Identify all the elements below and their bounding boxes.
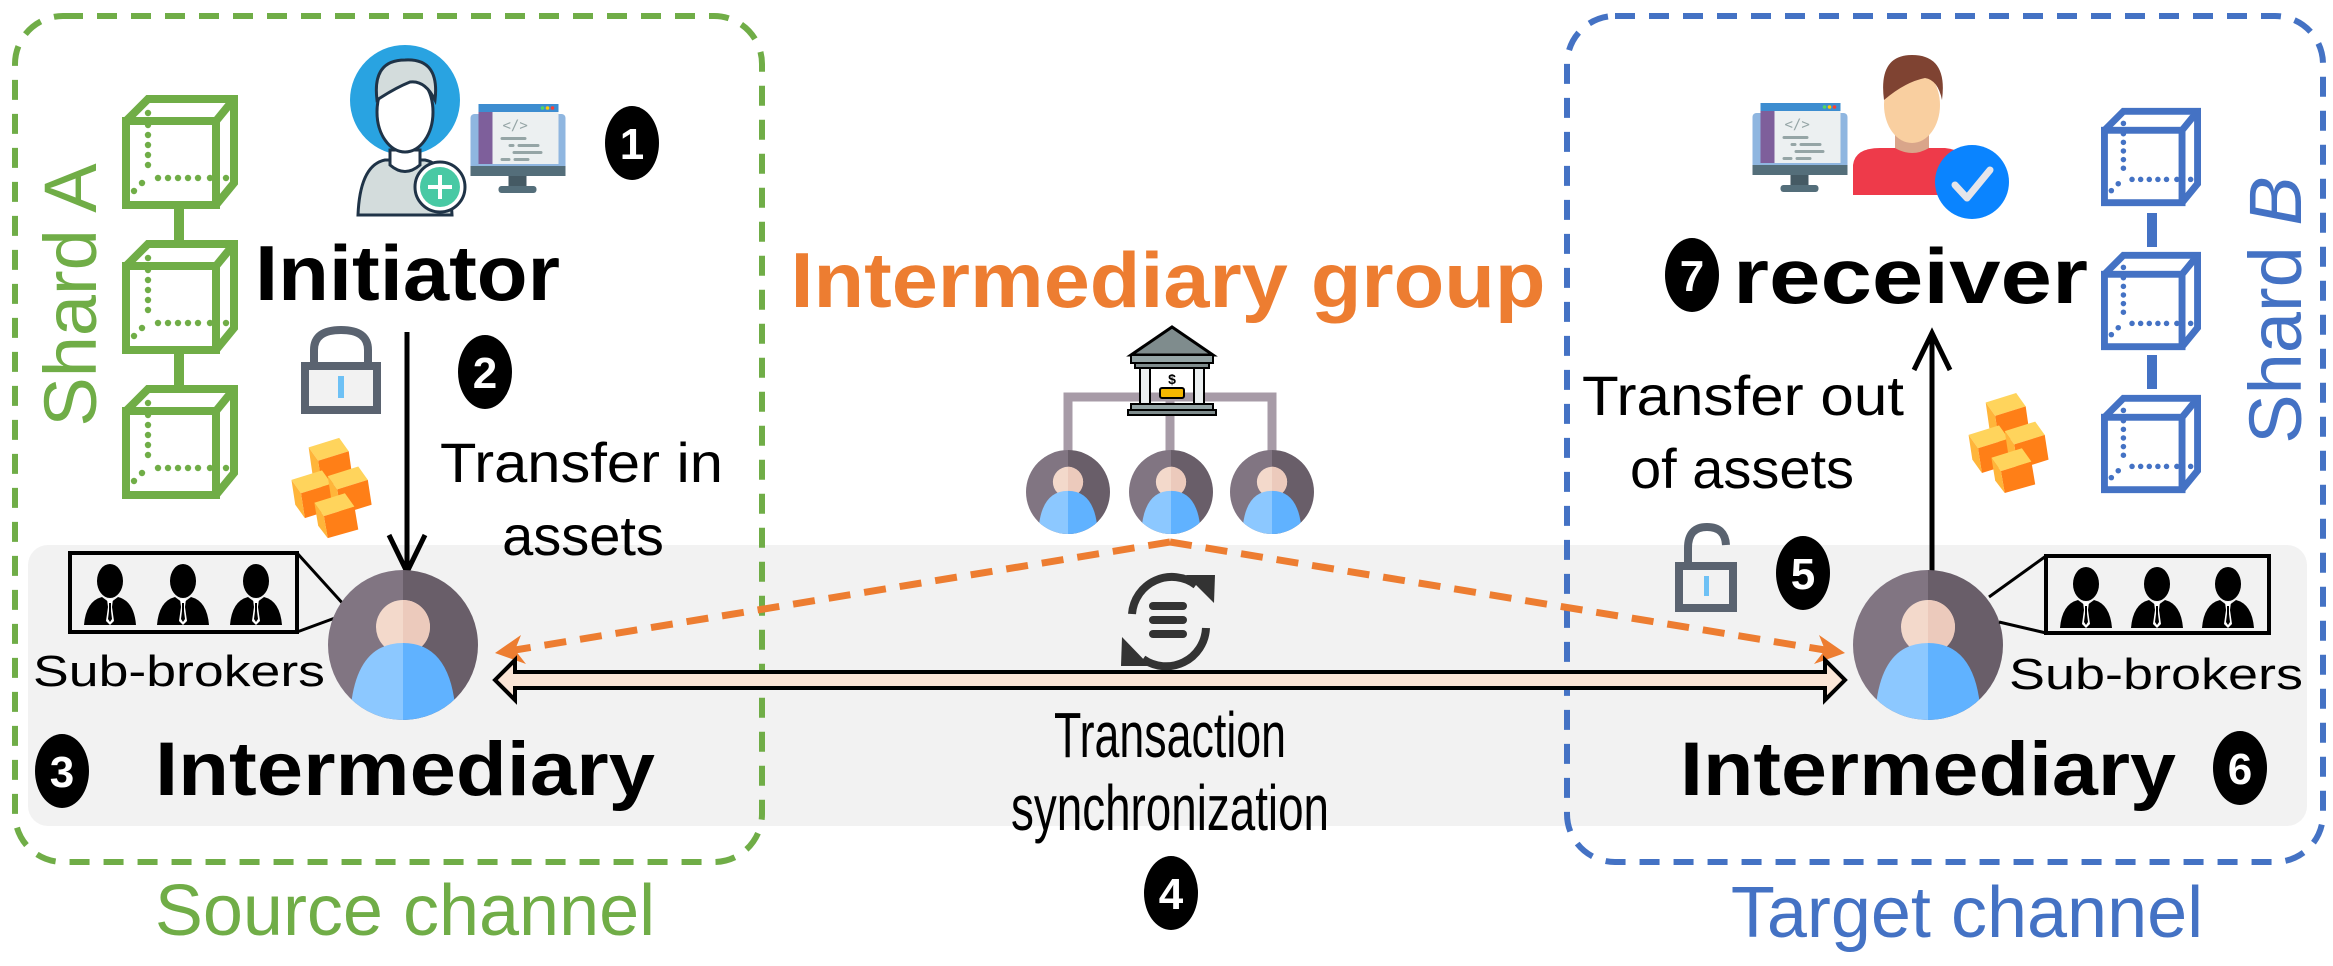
code-monitor-icon: [470, 104, 566, 193]
sub-brokers-callout-left: [68, 551, 347, 634]
intermediary-group-label: Intermediary group: [791, 236, 1546, 324]
step-1-badge: 1: [605, 106, 659, 180]
sync-label-line2: synchronization: [1011, 772, 1329, 844]
step-4-badge: 4: [1144, 856, 1198, 930]
lock-icon: [301, 325, 381, 414]
shard-b-letter: B: [2234, 176, 2317, 225]
svg-text:$: $: [1168, 371, 1176, 387]
target-channel-label: Target channel: [1731, 873, 2203, 953]
shard-a-chain: [126, 99, 234, 495]
transfer-out-label-line2: of assets: [1630, 437, 1854, 500]
svg-text:2: 2: [473, 349, 497, 398]
svg-text:4: 4: [1159, 870, 1184, 919]
source-channel-frame: [12, 13, 765, 865]
svg-text:1: 1: [620, 120, 644, 169]
transfer-in-label-line1: Transfer in: [440, 431, 723, 494]
bank-icon: $: [1126, 325, 1218, 416]
user-add-icon: [350, 45, 467, 217]
intermediary-label-left: Intermediary: [155, 727, 655, 812]
user-verified-icon: [1853, 55, 2009, 219]
transfer-in-label-line2: assets: [502, 504, 664, 567]
group-member-avatar-icon: [1026, 450, 1110, 537]
sub-brokers-label-left: Sub-brokers: [33, 647, 325, 696]
receiver-label: receiver: [1733, 232, 2088, 320]
code-monitor-icon: [1752, 103, 1848, 192]
gold-bars-icon: [291, 437, 372, 539]
block-cube-icon: [2104, 255, 2197, 346]
step-6-badge: 6: [2213, 731, 2267, 805]
shard-b-chain: [2104, 111, 2197, 489]
svg-text:6: 6: [2228, 745, 2252, 794]
step-3-badge: 3: [35, 734, 89, 808]
dispatch-arrowhead-right: [1814, 635, 1845, 664]
step-2-badge: 2: [458, 335, 512, 409]
transfer-in-arrow: [386, 332, 428, 578]
sync-ledger-icon: [1121, 572, 1215, 671]
group-dispatch-arrows: [514, 538, 1826, 654]
sub-brokers-callout-right: [1988, 554, 2271, 635]
shard-a-label: Shard A: [29, 163, 112, 427]
step-5-badge: 5: [1776, 536, 1830, 610]
dispatch-arrowhead-left: [495, 635, 526, 664]
block-cube-icon: [126, 99, 234, 205]
group-member-avatar-icon: [1129, 450, 1213, 537]
unlock-icon: [1675, 522, 1737, 612]
gold-bars-icon: [1968, 393, 2049, 493]
source-channel-label: Source channel: [155, 871, 655, 951]
target-channel-frame: [1564, 13, 2326, 865]
intermediary-label-right: Intermediary: [1680, 727, 2176, 812]
transfer-out-arrow: [1911, 327, 1953, 572]
svg-text:3: 3: [50, 748, 74, 797]
sync-double-arrow: [492, 655, 1848, 705]
svg-text:5: 5: [1791, 550, 1815, 599]
svg-text:7: 7: [1680, 252, 1704, 301]
initiator-label: Initiator: [255, 229, 560, 317]
sub-brokers-label-right: Sub-brokers: [2009, 650, 2303, 699]
shard-b-label: Shard B: [2234, 176, 2317, 443]
block-cube-icon: [126, 389, 234, 495]
step-7-badge: 7: [1665, 238, 1719, 312]
block-cube-icon: [2104, 398, 2197, 489]
group-member-avatar-icon: [1230, 450, 1314, 537]
transfer-out-label-line1: Transfer out: [1582, 364, 1904, 427]
shard-b-prefix: Shard: [2234, 226, 2317, 444]
sync-label-line1: Transaction: [1054, 699, 1286, 771]
block-cube-icon: [126, 244, 234, 350]
block-cube-icon: [2104, 111, 2197, 202]
